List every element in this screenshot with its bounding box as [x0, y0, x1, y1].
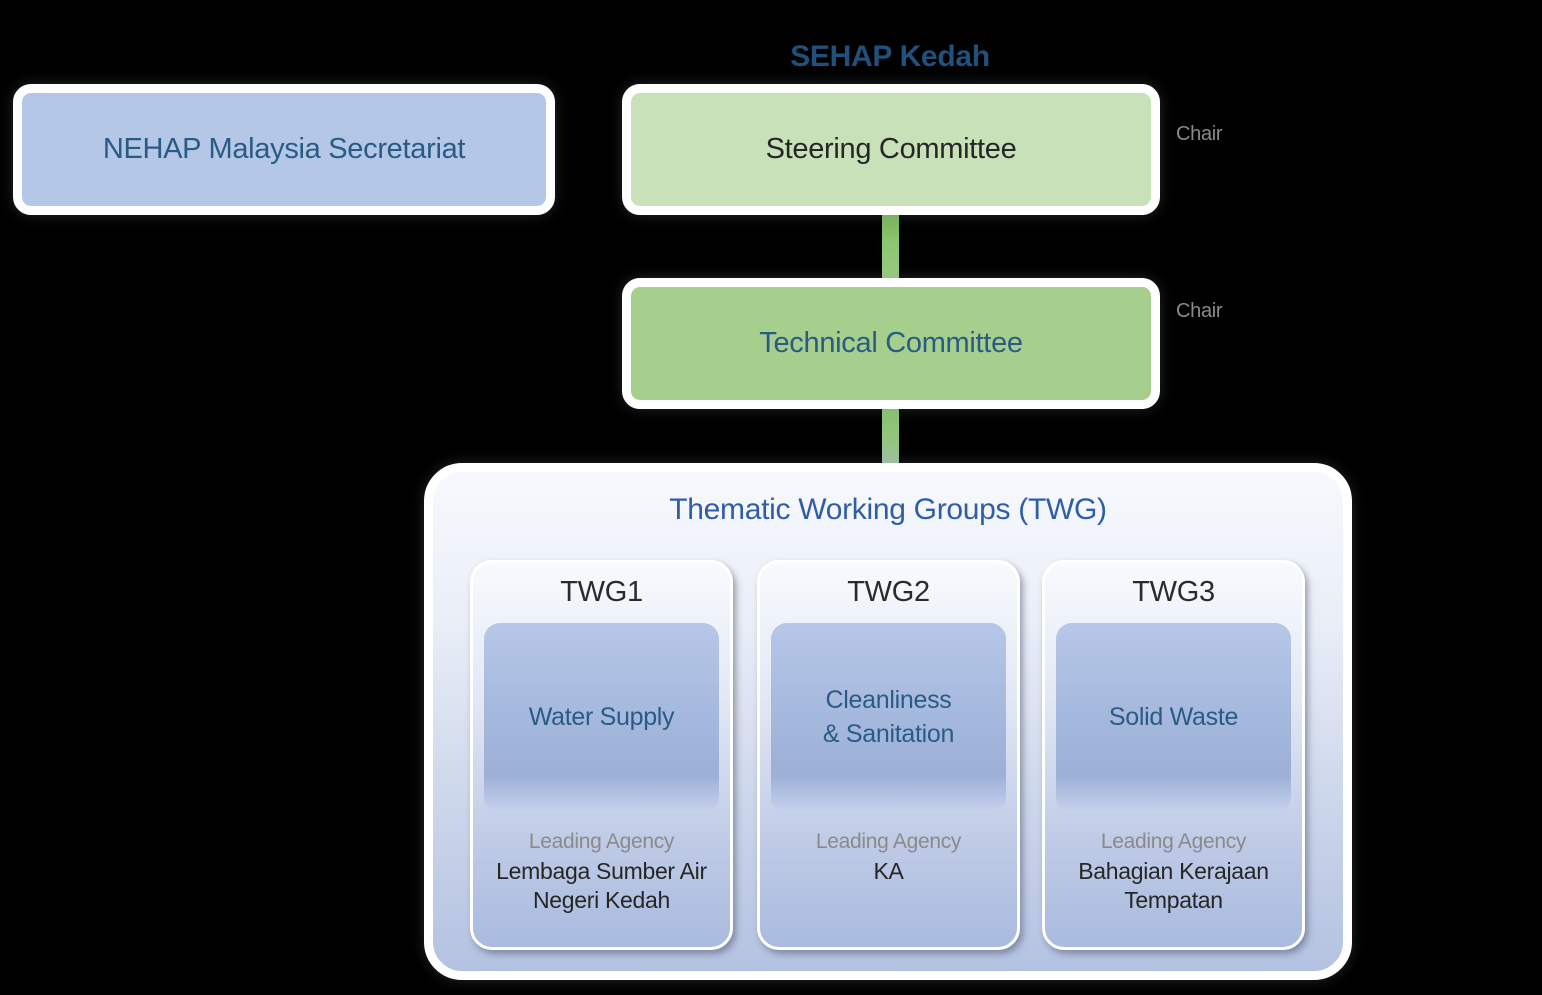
twg2-topic-label: Cleanliness & Sanitation [822, 686, 955, 748]
technical-chair-label: Chair [1176, 300, 1223, 322]
twg1-agency-name: Lembaga Sumber Air Negeri Kedah [496, 858, 707, 914]
twg3-topic-box: Solid Waste [1056, 623, 1291, 813]
twg2-name: TWG2 [847, 576, 930, 608]
twg2-agency-name: KA [873, 858, 904, 884]
twg1-leading-agency-label: Leading Agency [528, 830, 675, 853]
twg-title: Thematic Working Groups (TWG) [669, 493, 1107, 526]
nehap-secretariat-box: NEHAP Malaysia Secretariat [13, 84, 555, 215]
twg1-name: TWG1 [560, 576, 643, 608]
page-title: SEHAP Kedah [790, 40, 990, 73]
twg3-name: TWG3 [1132, 576, 1215, 608]
nehap-secretariat-label: NEHAP Malaysia Secretariat [102, 133, 466, 165]
twg3-leading-agency-label: Leading Agency [1100, 830, 1247, 853]
steering-chair-label: Chair [1176, 123, 1223, 145]
connector-steering-to-technical [882, 210, 899, 284]
twg3-agency-name: Bahagian Kerajaan Tempatan [1078, 858, 1269, 914]
steering-committee-box: Steering Committee [622, 84, 1160, 215]
steering-committee-label: Steering Committee [765, 133, 1017, 165]
twg2-card: TWG2 Cleanliness & Sanitation Leading Ag… [757, 560, 1020, 950]
twg3-card: TWG3 Solid Waste Leading Agency Bahagian… [1042, 560, 1305, 950]
connector-technical-to-twg [882, 404, 899, 468]
technical-committee-box: Technical Committee [622, 278, 1160, 409]
twg2-topic-box: Cleanliness & Sanitation [771, 623, 1006, 813]
twg1-topic-label: Water Supply [528, 703, 675, 732]
twg1-card: TWG1 Water Supply Leading Agency Lembaga… [470, 560, 733, 950]
twg3-topic-label: Solid Waste [1108, 703, 1239, 732]
twg-container: Thematic Working Groups (TWG) TWG1 Water… [424, 463, 1352, 980]
twg1-topic-box: Water Supply [484, 623, 719, 813]
twg2-leading-agency-label: Leading Agency [815, 830, 962, 853]
technical-committee-label: Technical Committee [759, 327, 1023, 359]
